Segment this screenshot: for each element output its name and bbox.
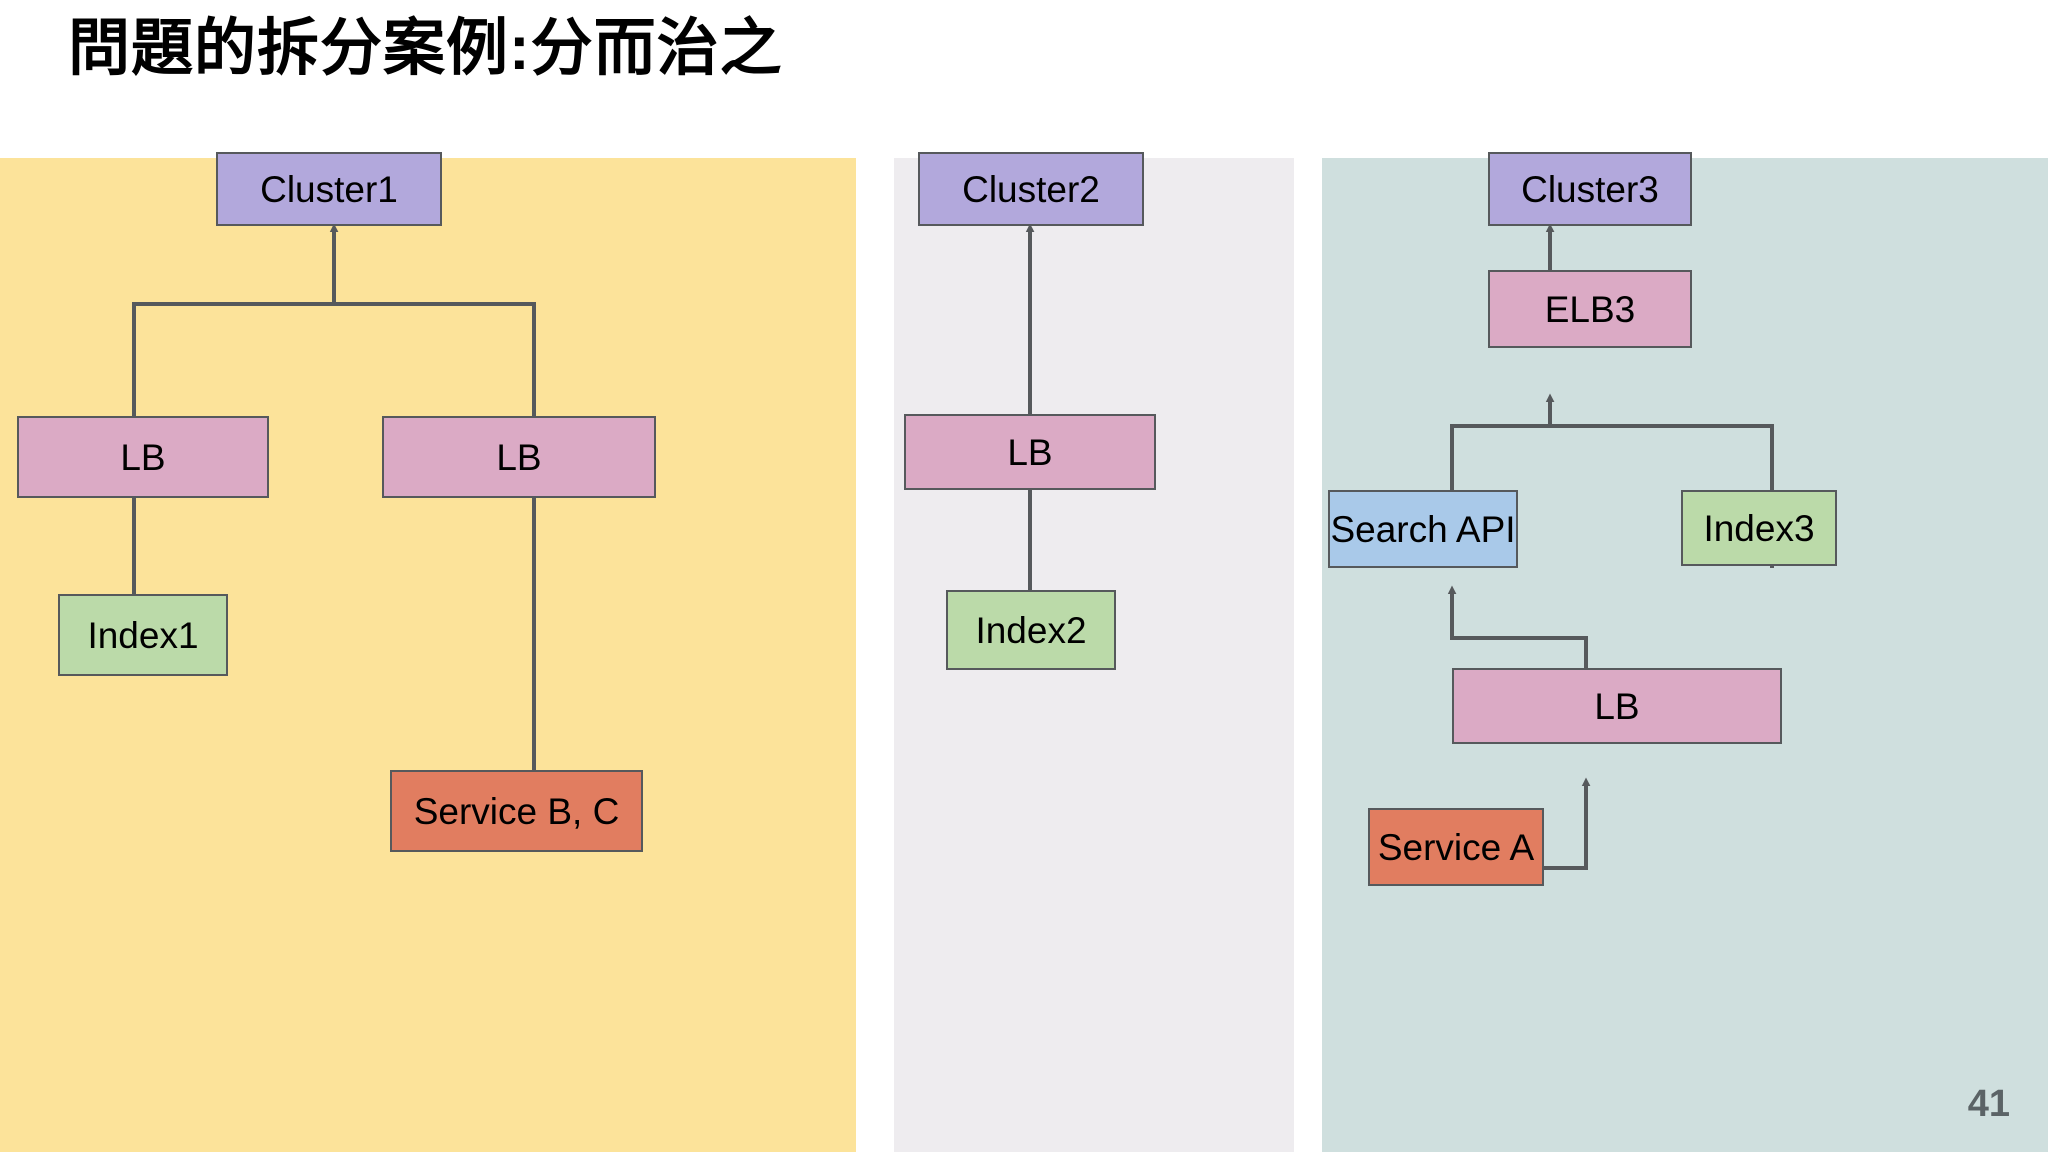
node-service-a[interactable]: Service A (1368, 808, 1544, 886)
page-title: 問題的拆分案例:分而治之 (68, 14, 783, 83)
node-elb3[interactable]: ELB3 (1488, 270, 1692, 348)
panel-cluster2: Cluster2 LB Index2 (894, 152, 1294, 1152)
node-lb2[interactable]: LB (904, 414, 1156, 490)
node-label: Cluster2 (962, 168, 1100, 210)
connector-layer-panel-1 (129, 223, 539, 770)
node-label: LB (496, 436, 542, 478)
node-label: Service A (1377, 826, 1535, 868)
node-lb3[interactable]: LB (1452, 668, 1782, 744)
node-index3[interactable]: Index3 (1681, 490, 1837, 566)
page-number: 41 (1967, 1083, 2010, 1125)
node-cluster2[interactable]: Cluster2 (918, 152, 1144, 226)
panel-cluster1: Cluster1 LB LB Index1 Service B, C (0, 152, 856, 1152)
node-label: LB (120, 436, 166, 478)
node-label: LB (1594, 685, 1640, 727)
node-label: Index2 (975, 609, 1087, 651)
node-lb-left[interactable]: LB (17, 416, 269, 498)
node-search-api[interactable]: Search API (1328, 490, 1518, 568)
node-label: Index1 (87, 614, 199, 656)
node-label: Search API (1330, 508, 1516, 550)
node-lb-right[interactable]: LB (382, 416, 656, 498)
node-label: LB (1007, 431, 1053, 473)
node-cluster3[interactable]: Cluster3 (1488, 152, 1692, 226)
node-label: ELB3 (1544, 288, 1636, 330)
node-label: Cluster3 (1521, 168, 1659, 210)
node-index2[interactable]: Index2 (946, 590, 1116, 670)
node-service-bc[interactable]: Service B, C (390, 770, 643, 852)
node-label: Service B, C (413, 790, 620, 832)
node-label: Index3 (1703, 507, 1815, 549)
edge-lb-pair-bus (132, 302, 536, 416)
node-label: Cluster1 (260, 168, 398, 210)
node-index1[interactable]: Index1 (58, 594, 228, 676)
panel-cluster3: Cluster3 ELB3 Search API Index3 LB Servi… (1322, 152, 2048, 1152)
node-cluster1[interactable]: Cluster1 (216, 152, 442, 226)
